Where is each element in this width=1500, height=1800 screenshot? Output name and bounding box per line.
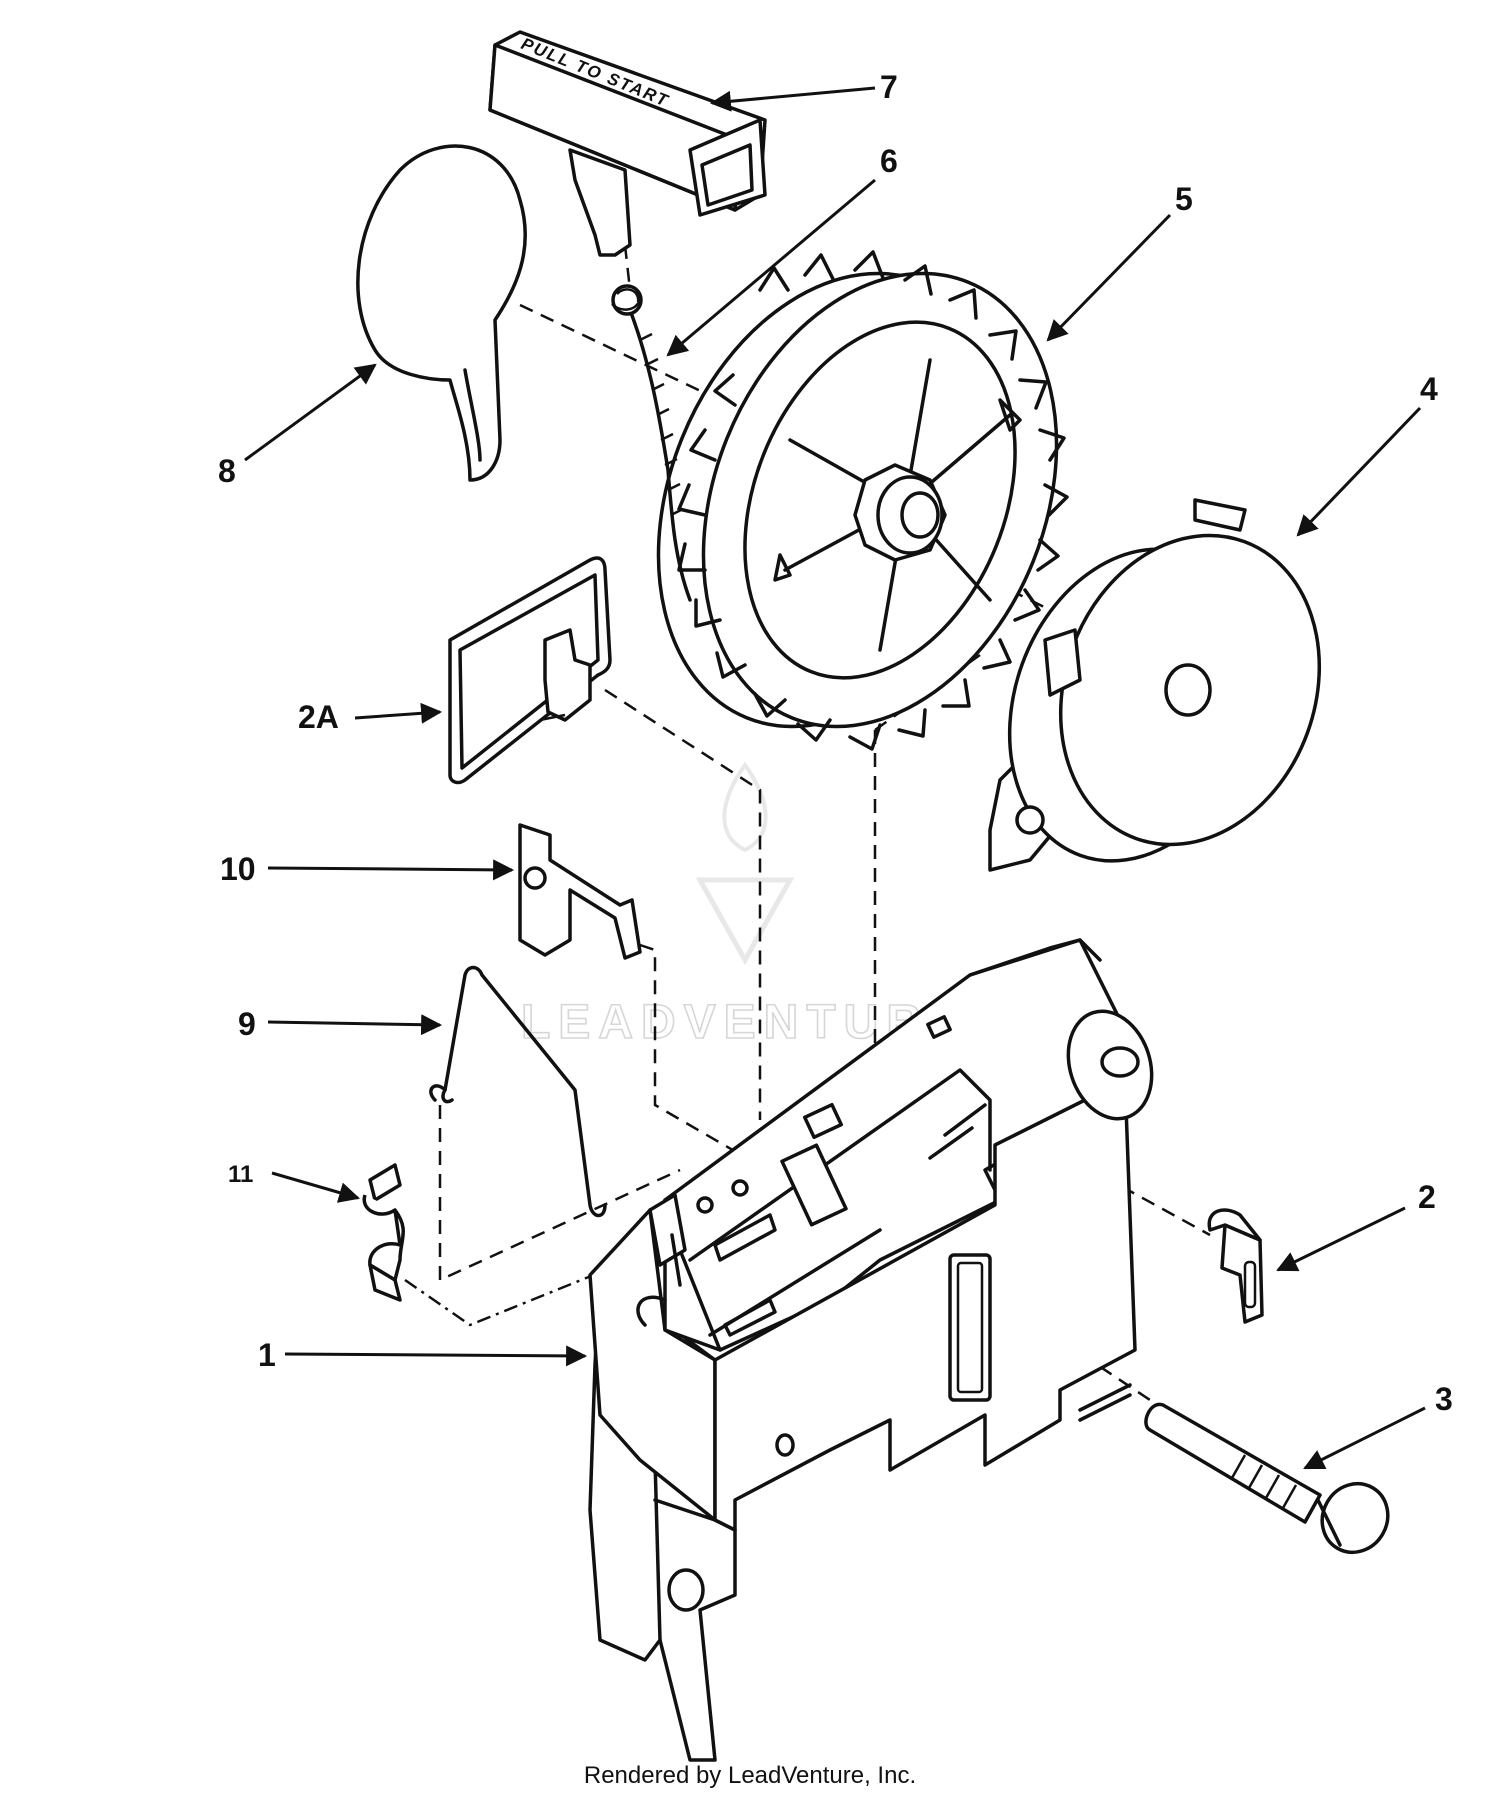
callout-11-label: 11 [228,1161,253,1188]
ratchet-teeth [677,250,1069,751]
callout-2a-label: 2A [298,699,339,735]
part-5-pulley [656,250,1069,751]
callout-2a: 2A [298,699,443,735]
callouts: 7 6 5 4 8 2A 10 9 [218,69,1453,1470]
callout-10: 10 [220,851,515,887]
callout-8-label: 8 [218,453,236,489]
callout-9: 9 [238,1006,443,1042]
part-2-pawl-clip [1207,1208,1264,1324]
part-11-retaining-clip [362,1163,405,1302]
callout-1-label: 1 [258,1337,276,1373]
callout-2-label: 2 [1418,1179,1436,1215]
callout-3: 3 [1303,1381,1453,1470]
watermark: LEADVENTURE [520,761,962,1050]
callout-10-label: 10 [220,851,256,887]
callout-4-label: 4 [1420,371,1438,407]
callout-6-label: 6 [880,143,898,179]
part-3-pivot-pin [1144,1402,1390,1555]
part-7-starter-handle: PULL TO START [488,30,767,257]
callout-7-label: 7 [880,69,898,105]
callout-1: 1 [258,1337,588,1373]
part-10-pawl-plate [518,823,642,960]
part-1-starter-bracket [588,938,1154,1762]
part-2a-retainer-plate [448,556,612,785]
part-8-rope-guide-wire [356,144,527,482]
callout-4: 4 [1296,371,1438,537]
part-6-starter-rope [611,284,692,602]
callout-5-label: 5 [1175,181,1193,217]
part-4-spring-cover [988,498,1322,872]
callout-9-label: 9 [238,1006,256,1042]
part-9-wire-spring [429,965,607,1218]
callout-11: 11 [228,1161,361,1203]
callout-2: 2 [1276,1179,1436,1272]
callout-6: 6 [666,143,898,357]
callout-5: 5 [1046,181,1193,342]
callout-8: 8 [218,363,377,489]
footer-credit: Rendered by LeadVenture, Inc. [583,1762,917,1789]
watermark-logo-icon [695,761,795,966]
callout-3-label: 3 [1435,1381,1453,1417]
callout-7: 7 [709,69,898,112]
